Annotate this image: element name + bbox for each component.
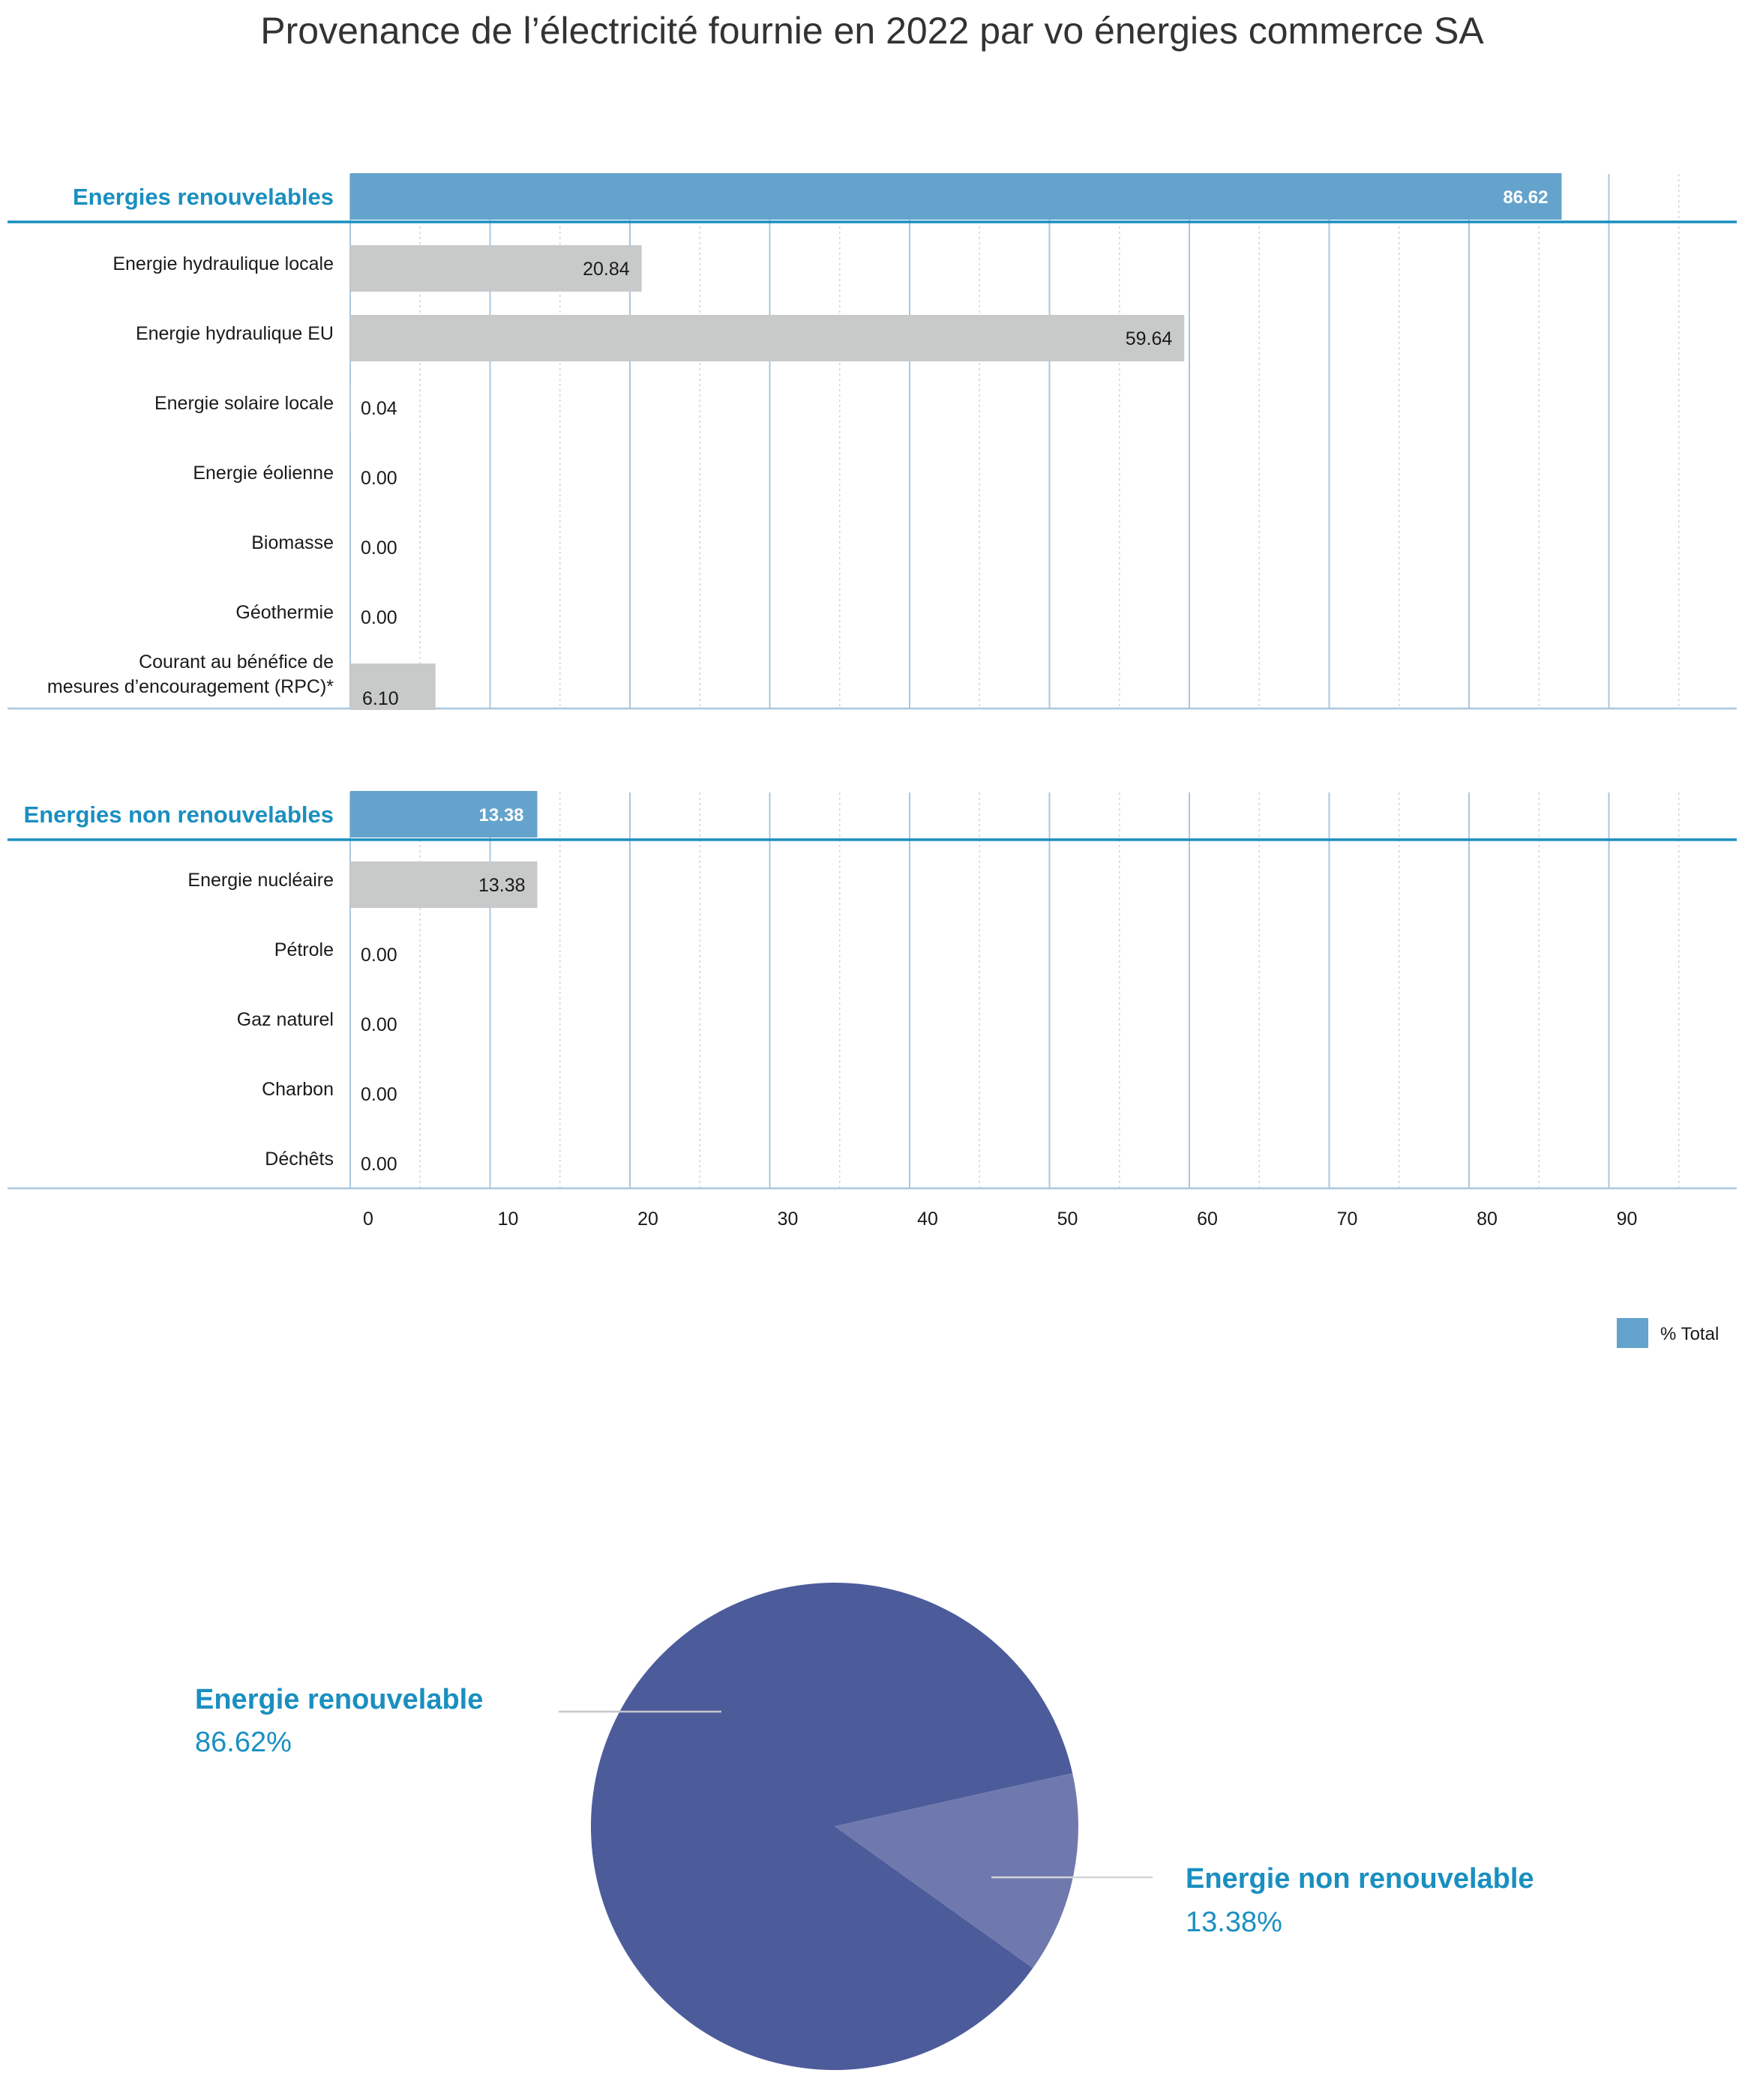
category-label: Pétrole [274, 939, 334, 960]
item-bar [350, 385, 351, 431]
group-bar [350, 791, 538, 837]
value-label: 0.00 [361, 1084, 397, 1105]
x-axis: 0 10 20 30 40 50 60 70 80 90 [363, 1209, 1637, 1230]
category-label: Energie hydraulique locale [112, 253, 334, 274]
group-value-label: 13.38 [478, 805, 523, 825]
item-bar [350, 861, 538, 908]
x-tick-label: 90 [1617, 1209, 1638, 1230]
x-tick-label: 60 [1197, 1209, 1218, 1230]
pie-chart: Energie renouvelable 86.62% Energie non re… [195, 1583, 1534, 2070]
pie-slice-value: 86.62% [195, 1727, 292, 1758]
value-label: 20.84 [583, 259, 630, 280]
x-tick-label: 80 [1477, 1209, 1498, 1230]
group-label: Energies non renouvelables [24, 801, 334, 828]
category-label: Géothermie [235, 602, 334, 623]
pie-slice-name: Energie renouvelable [195, 1684, 483, 1715]
value-label: 0.00 [361, 1154, 397, 1175]
value-label: 0.00 [361, 468, 397, 489]
category-label: mesures d’encouragement (RPC)* [47, 676, 334, 697]
x-tick-label: 10 [498, 1209, 519, 1230]
value-label: 0.00 [361, 1014, 397, 1035]
pie-slice-nonrenewable [835, 1773, 1078, 1969]
legend-label: % Total [1660, 1324, 1719, 1344]
pie-slice-name: Energie non renouvelable [1186, 1863, 1534, 1895]
pie-slice-renewable [591, 1583, 1073, 2070]
category-label: Energie hydraulique EU [136, 323, 334, 344]
item-bar [350, 245, 642, 292]
group-bar [350, 173, 1562, 220]
category-label: Energie nucléaire [187, 870, 334, 891]
category-label: Gaz naturel [237, 1009, 334, 1030]
chart-title: Provenance de l’électricité fournie en 2… [260, 10, 1484, 52]
value-label: 13.38 [478, 875, 526, 896]
value-label: 0.00 [361, 538, 397, 559]
category-label: Déchêts [265, 1149, 334, 1170]
legend: % Total [1617, 1318, 1719, 1348]
x-tick-label: 0 [363, 1209, 373, 1230]
value-label: 0.00 [361, 607, 397, 628]
x-tick-label: 70 [1337, 1209, 1358, 1230]
category-label: Biomasse [251, 532, 334, 553]
group-label: Energies renouvelables [73, 184, 334, 210]
x-tick-label: 40 [917, 1209, 938, 1230]
group-value-label: 86.62 [1503, 187, 1548, 208]
category-label: Charbon [262, 1079, 334, 1100]
x-tick-label: 30 [778, 1209, 799, 1230]
value-label: 59.64 [1126, 328, 1173, 349]
item-bar [350, 315, 1185, 361]
category-label: Courant au bénéfice de [139, 652, 334, 673]
x-tick-label: 50 [1057, 1209, 1078, 1230]
item-bar [350, 664, 436, 710]
legend-swatch [1617, 1318, 1648, 1348]
x-tick-label: 20 [637, 1209, 658, 1230]
value-label: 0.00 [361, 945, 397, 966]
category-label: Energie éolienne [193, 463, 334, 484]
value-label: 0.04 [361, 398, 397, 419]
value-label: 6.10 [362, 688, 399, 709]
pie-slice-value: 13.38% [1186, 1907, 1282, 1938]
category-label: Energie solaire locale [154, 393, 334, 414]
